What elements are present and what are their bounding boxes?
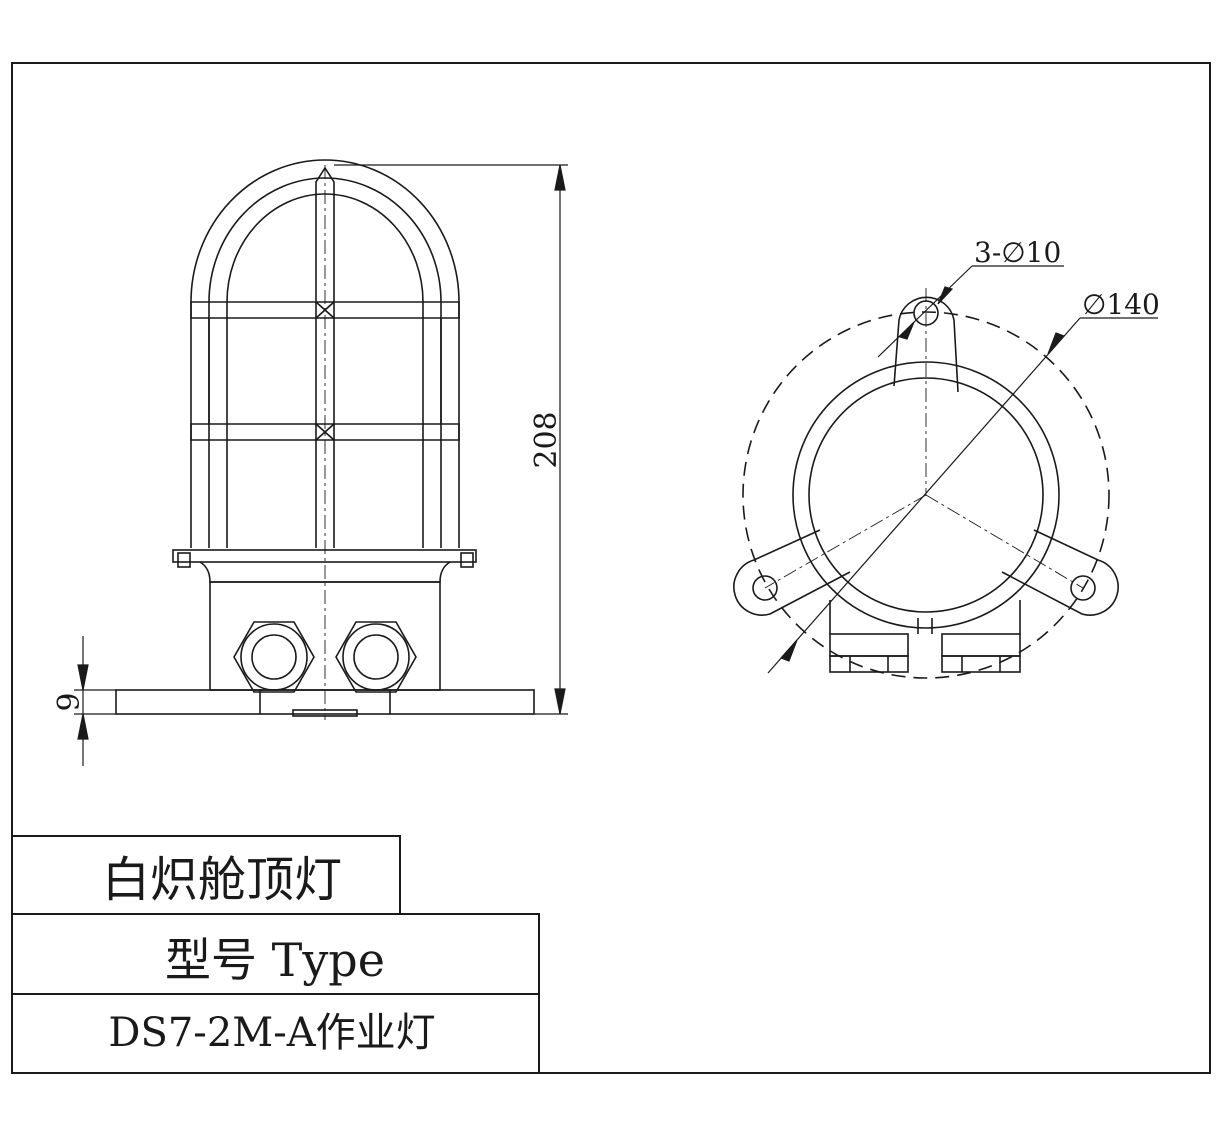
cable-gland-right (335, 621, 417, 693)
cage-outer-arch (190, 159, 460, 548)
bolt-circle (742, 311, 1110, 679)
cage-rib-lower (190, 423, 460, 441)
mounting-lug-left (733, 529, 851, 616)
rib-joint-lower (315, 423, 335, 441)
base-thickness-dimension (74, 636, 116, 766)
bolt-circle-label: ∅140 (1082, 288, 1160, 321)
hole-leader (877, 265, 1064, 358)
top-view (733, 288, 1119, 679)
mounting-lug-top (893, 296, 959, 393)
height-dimension (334, 164, 568, 715)
drawing-frame (11, 62, 1211, 1074)
type-label: 型号 Type (165, 933, 385, 987)
flange-ring (172, 549, 477, 563)
gland-block-right (941, 633, 1021, 657)
side-view (115, 159, 535, 720)
body-outer (792, 361, 1060, 629)
height-dimension-label: 208 (529, 411, 564, 468)
body-inner (808, 377, 1044, 613)
bolt-circle-leader (767, 317, 1158, 674)
model-number: DS7-2M-A作业灯 (108, 1010, 435, 1056)
product-name: 白炽舱顶灯 (102, 852, 342, 908)
gland-block-left (829, 633, 909, 657)
cage-rib-upper (190, 301, 460, 319)
hole-spec-label: 3-∅10 (974, 236, 1061, 269)
mounting-lug-right (1001, 529, 1119, 616)
base-thickness-label: 9 (52, 692, 87, 711)
title-block (11, 835, 540, 1074)
cable-gland-left (233, 621, 315, 693)
